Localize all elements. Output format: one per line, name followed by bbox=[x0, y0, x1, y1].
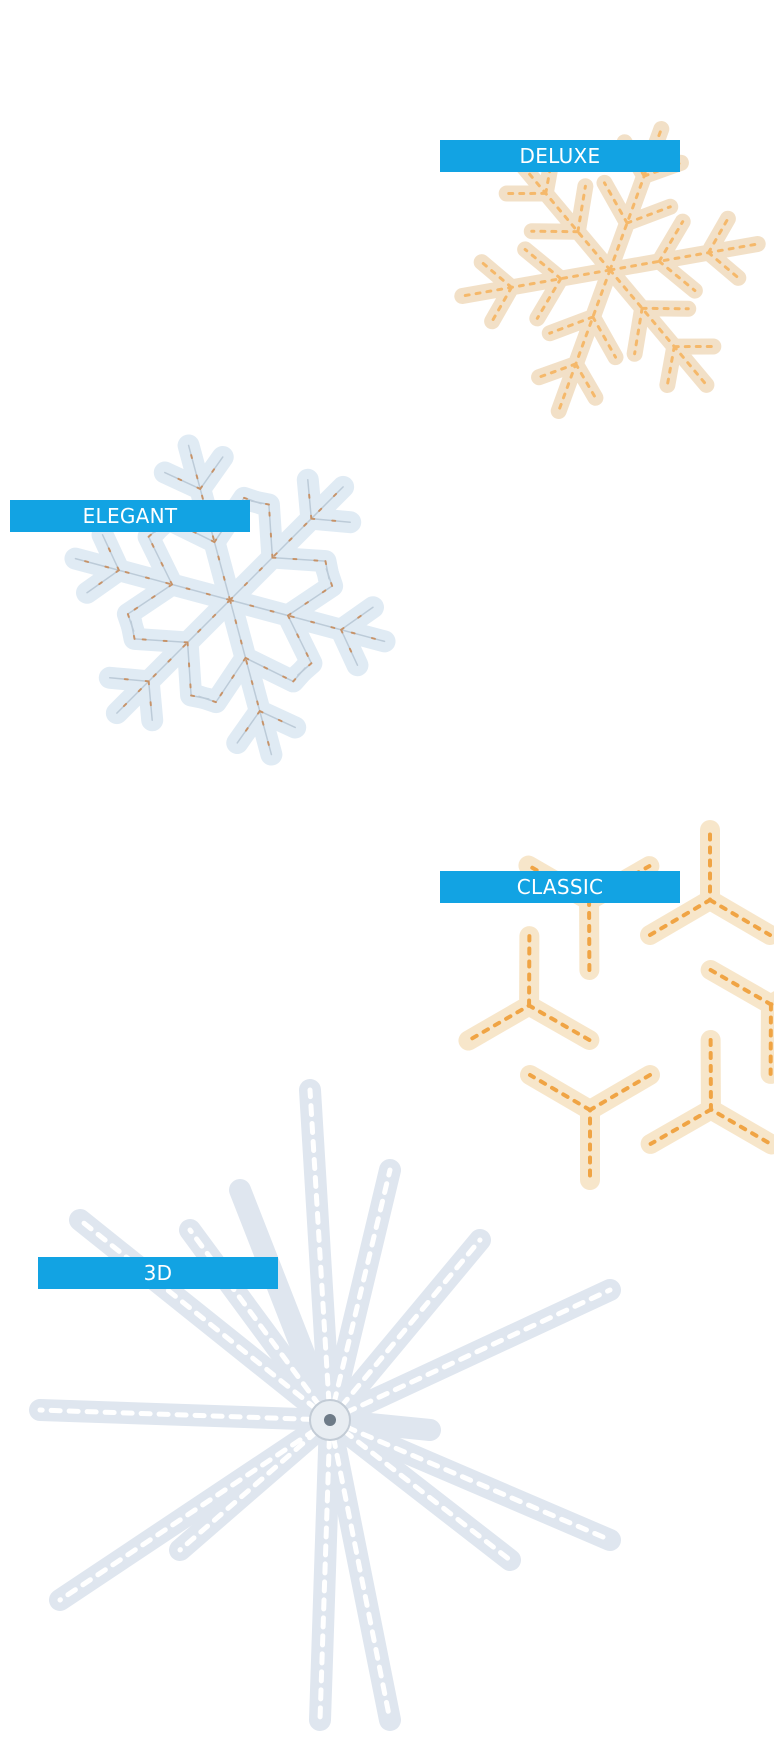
classic-label: CLASSIC bbox=[440, 871, 680, 903]
elegant-snowflake bbox=[61, 431, 399, 769]
3d-label: 3D bbox=[38, 1257, 278, 1289]
3d-label-text: 3D bbox=[143, 1261, 173, 1285]
elegant-label: ELEGANT bbox=[10, 500, 250, 532]
deluxe-label: DELUXE bbox=[440, 140, 680, 172]
deluxe-label-text: DELUXE bbox=[519, 144, 601, 168]
classic-label-text: CLASSIC bbox=[516, 875, 604, 899]
3d-starburst bbox=[29, 1079, 621, 1731]
elegant-label-text: ELEGANT bbox=[82, 504, 178, 528]
